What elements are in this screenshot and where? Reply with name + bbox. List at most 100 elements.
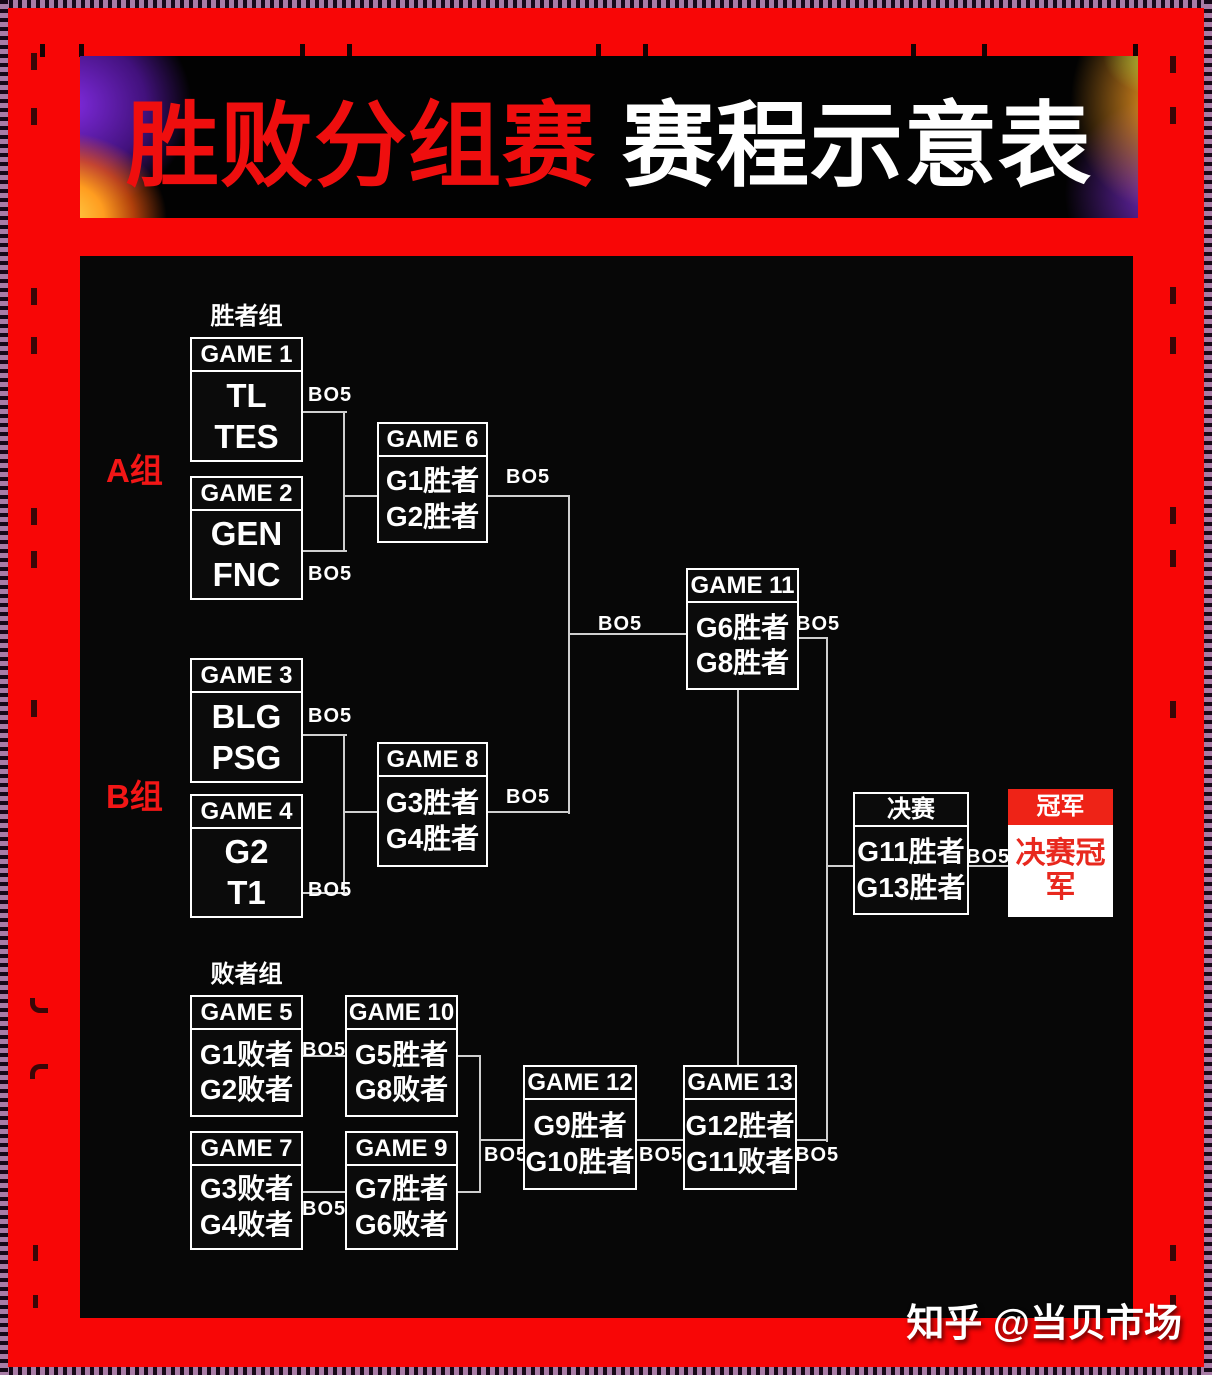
match-game-5: GAME 5 G1败者 G2败者 [190,995,303,1117]
connector-line [797,1139,828,1141]
bo5-label: BO5 [302,1039,347,1061]
match-title: GAME 8 [379,744,486,777]
match-title: GAME 1 [192,339,301,372]
border-tick [40,44,45,57]
bo5-label: BO5 [308,705,353,727]
team-slot: T1 [227,874,266,911]
bo5-label: BO5 [484,1144,529,1166]
border-tick [911,44,916,57]
match-title: GAME 6 [379,424,486,457]
connector-line [303,550,347,552]
border-tick [300,44,305,57]
team-slot: G3败者 [199,1173,294,1205]
bo5-label: BO5 [302,1198,347,1220]
match-game-11: GAME 11 G6胜者 G8胜者 [686,568,799,690]
bo5-label: BO5 [966,846,1011,868]
border-tick [982,44,987,57]
border-mark [31,53,37,70]
bo5-label: BO5 [639,1144,684,1166]
team-slot: G12胜者 [685,1110,795,1142]
team-slot: FNC [212,556,281,593]
watermark: 知乎 @当贝市场 [906,1303,1182,1345]
match-game-10: GAME 10 G5胜者 G8败者 [345,995,458,1117]
match-final: 决赛 G11胜者 G13胜者 [853,792,969,915]
border-hook [30,1064,48,1079]
match-game-13: GAME 13 G12胜者 G11败者 [683,1065,797,1190]
connector-line [343,411,345,552]
team-slot: TES [214,417,279,455]
match-game-4: GAME 4 G2 T1 [190,794,303,918]
match-title: GAME 7 [192,1133,301,1166]
connector-line [345,811,377,813]
match-title: GAME 4 [192,796,301,829]
connector-line [479,1055,481,1193]
connector-line [343,734,345,894]
match-title: GAME 3 [192,660,301,693]
border-mark [1170,1295,1176,1308]
bo5-label: BO5 [506,466,551,488]
bo5-label: BO5 [795,1144,840,1166]
border-hook [30,998,48,1013]
connector-line [458,1055,481,1057]
connector-line [568,633,686,635]
connector-line [568,495,570,814]
connector-line [345,495,377,497]
checker-border-top [0,0,1212,8]
match-title: GAME 13 [685,1067,795,1100]
team-slot: G11败者 [686,1145,794,1177]
bo5-label: BO5 [308,879,353,901]
bo5-label: BO5 [796,613,841,635]
group-a-label: A组 [106,452,163,489]
team-slot: G13胜者 [856,871,966,903]
connector-line [637,1139,683,1141]
match-game-8: GAME 8 G3胜者 G4胜者 [377,742,488,867]
bo5-label: BO5 [308,384,353,406]
checker-border-bottom [0,1367,1212,1375]
border-mark [31,508,37,525]
team-slot: G10胜者 [525,1145,635,1177]
team-slot: G2胜者 [385,500,480,532]
checker-border-left [0,0,8,1375]
border-mark [33,1245,38,1261]
team-slot: G6胜者 [695,611,790,643]
team-slot: G1败者 [199,1038,294,1070]
connector-line [303,411,347,413]
team-slot: BLG [211,697,282,735]
border-mark [1170,1245,1176,1261]
champion-title: 冠军 [1008,789,1113,825]
border-mark [1170,107,1176,124]
team-slot: G4败者 [199,1208,294,1240]
match-game-2: GAME 2 GEN FNC [190,476,303,600]
connector-line [826,637,828,1142]
border-tick [596,44,601,57]
border-mark [1170,550,1176,567]
border-mark [33,1295,38,1308]
bo5-label: BO5 [598,613,643,635]
connector-line [303,1055,345,1057]
match-title: GAME 5 [192,997,301,1030]
group-b-label: B组 [106,778,163,815]
border-tick [79,44,84,57]
banner-title-white: 赛程示意表 [622,93,1092,198]
team-slot: GEN [210,515,283,553]
champion-box: 冠军 决赛冠军 [1008,789,1113,917]
connector-line [481,1139,523,1141]
border-mark [31,551,37,568]
team-slot: G3胜者 [385,787,480,819]
connector-line [737,690,739,1065]
winners-group-label: 胜者组 [210,303,283,330]
match-game-1: GAME 1 TL TES [190,337,303,462]
match-game-6: GAME 6 G1胜者 G2胜者 [377,422,488,543]
connector-line [969,865,1008,867]
checker-border-right [1204,0,1212,1375]
border-mark [31,108,37,125]
match-game-12: GAME 12 G9胜者 G10胜者 [523,1065,637,1190]
border-mark [1170,56,1176,73]
border-mark [1170,507,1176,524]
team-slot: G4胜者 [385,822,480,854]
team-slot: G2败者 [199,1074,294,1105]
team-slot: G11胜者 [857,836,965,868]
losers-group-label: 败者组 [210,961,283,988]
border-mark [1170,701,1176,718]
team-slot: TL [226,376,267,414]
